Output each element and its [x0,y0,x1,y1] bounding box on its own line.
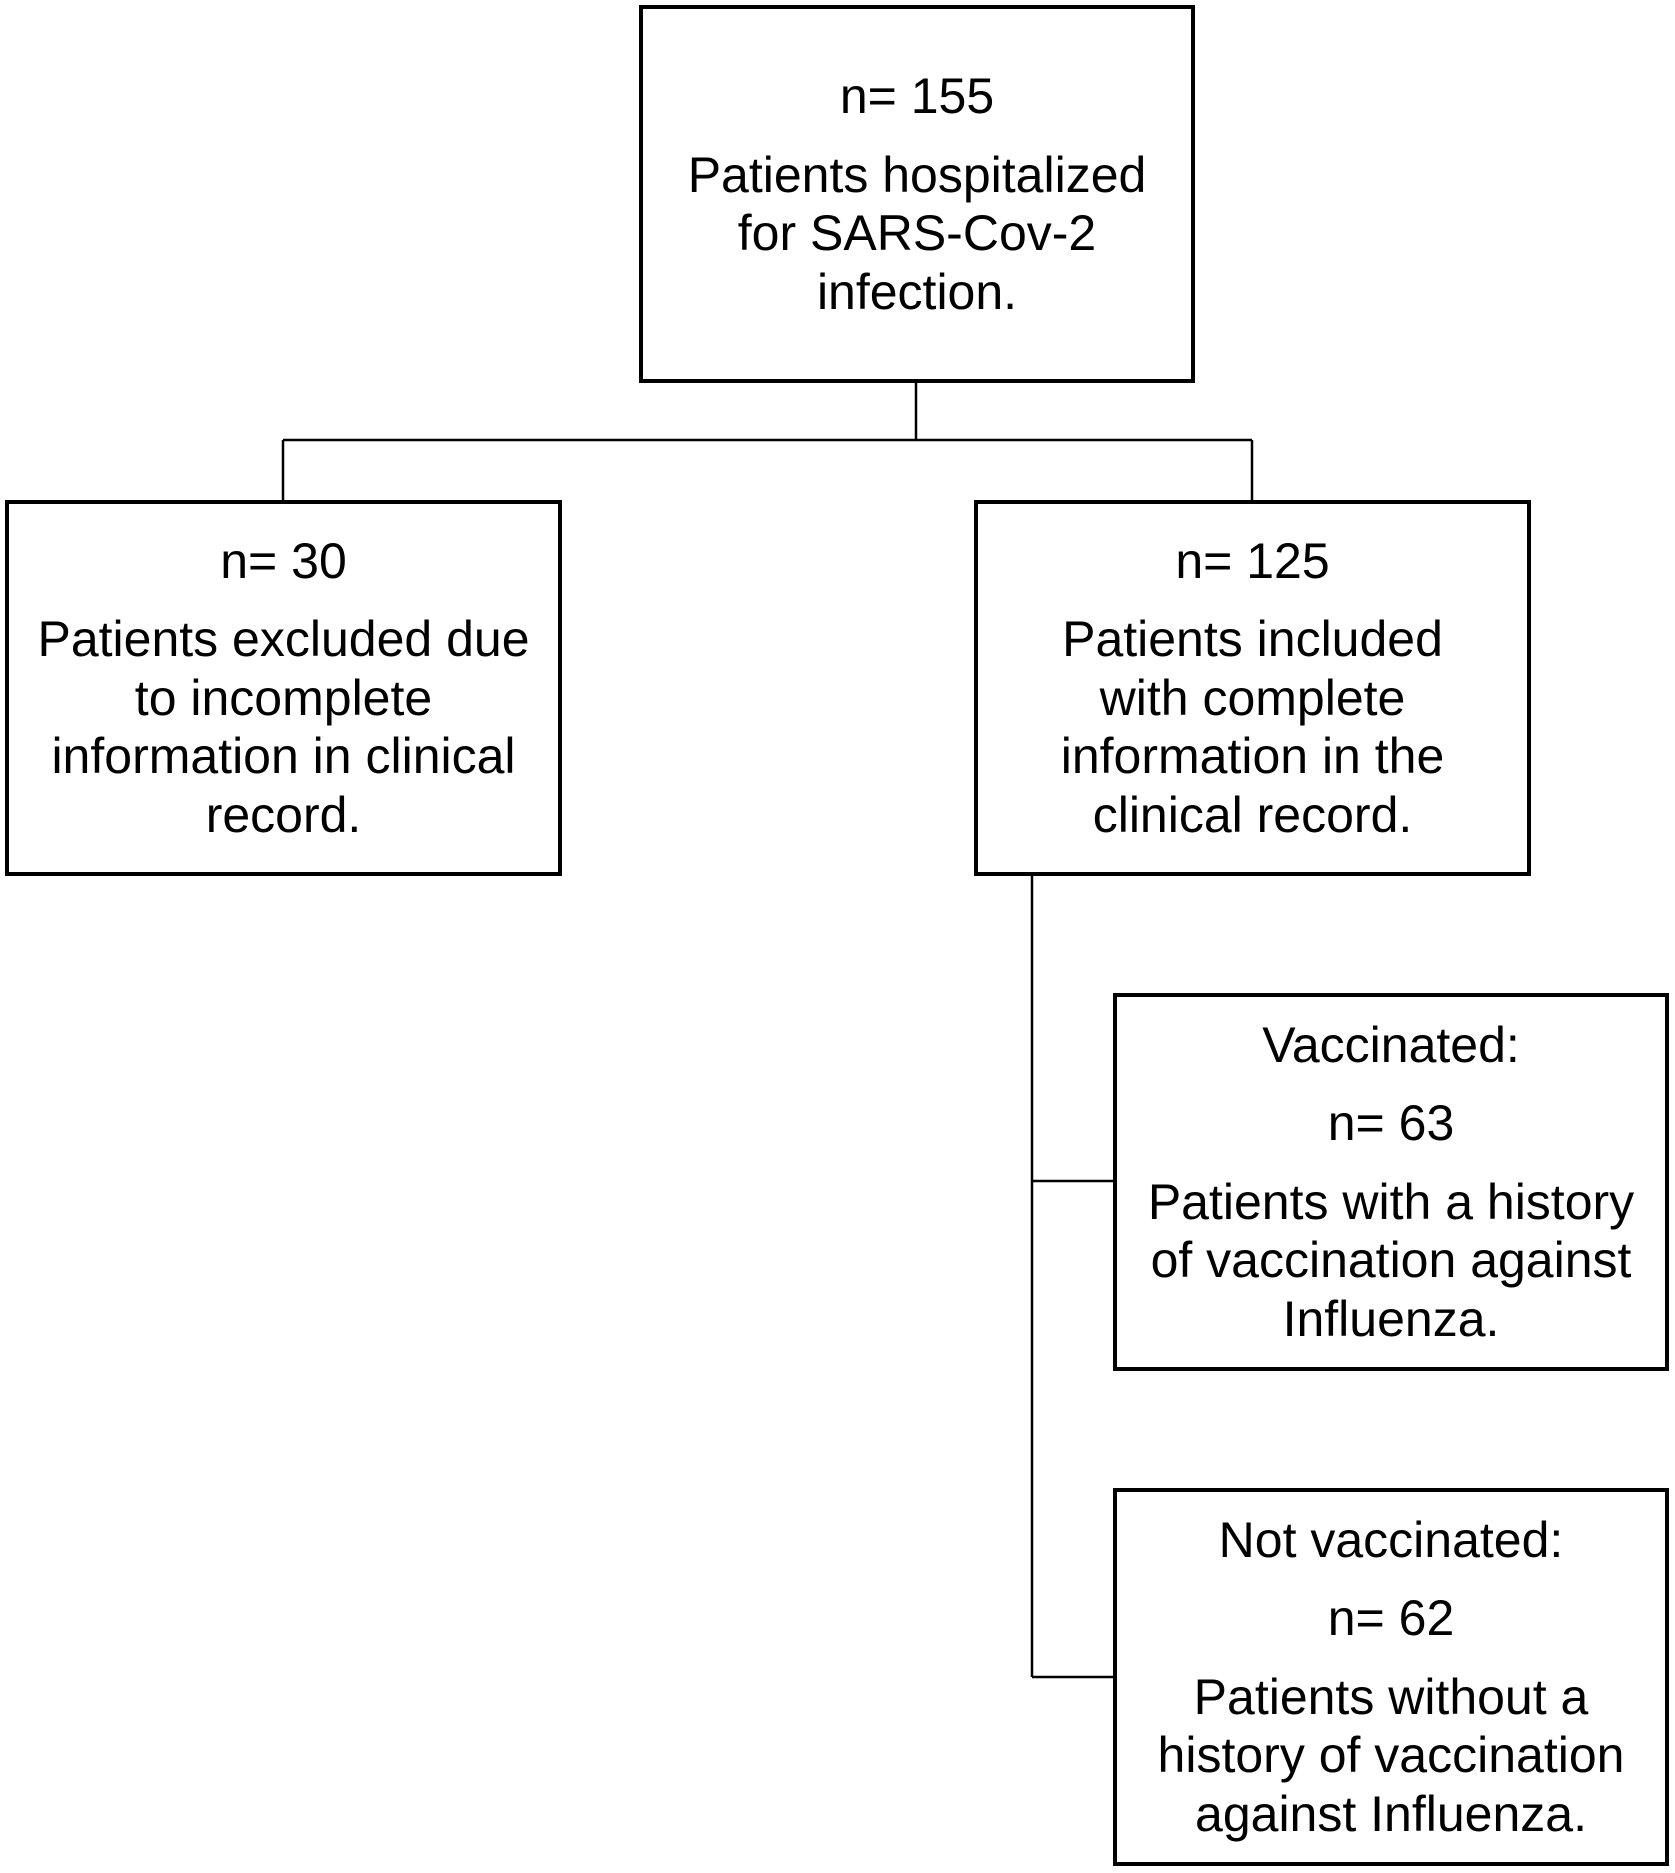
node-heading: Vaccinated: [1262,1016,1520,1073]
node-excluded: n= 30 Patients excluded due to incomplet… [5,500,562,876]
node-heading: Not vaccinated: [1218,1511,1564,1568]
node-count: n= 62 [1327,1590,1455,1647]
node-description: Patients excluded due to incomplete info… [37,611,530,843]
node-count: n= 125 [1175,532,1330,589]
node-description: Patients included with complete informat… [1060,611,1445,843]
node-count: n= 155 [839,68,995,124]
node-description: Patients hospitalized for SARS-Cov-2 inf… [687,146,1147,320]
node-description: Patients with a history of vaccination a… [1147,1173,1635,1347]
node-total-hospitalized: n= 155 Patients hospitalized for SARS-Co… [639,5,1195,383]
node-included: n= 125 Patients included with complete i… [974,500,1531,876]
node-count: n= 63 [1327,1095,1455,1152]
node-description: Patients without a history of vaccinatio… [1157,1668,1625,1842]
node-not-vaccinated: Not vaccinated: n= 62 Patients without a… [1113,1488,1669,1866]
node-count: n= 30 [220,532,347,589]
node-vaccinated: Vaccinated: n= 63 Patients with a histor… [1113,993,1669,1371]
